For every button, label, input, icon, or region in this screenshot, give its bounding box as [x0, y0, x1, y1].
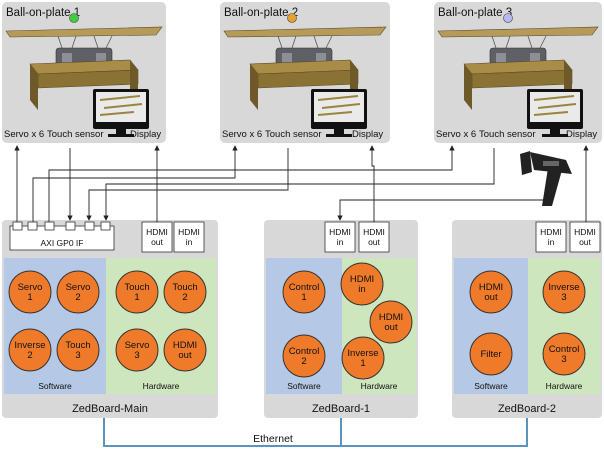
ball-3-icon	[503, 13, 513, 23]
display-monitor-1-icon	[93, 89, 149, 137]
main-software-label: Software	[38, 381, 72, 391]
wire-touch-2	[86, 148, 289, 221]
platform-2-title: Ball-on-plate 2	[224, 7, 298, 19]
platform-panel-2: Ball-on-plate 2 Servo x 6 Touch se	[220, 2, 390, 143]
b1-board-name: ZedBoard-1	[312, 403, 370, 415]
main-node-touch-1	[115, 270, 159, 314]
wire-servo-2	[32, 145, 238, 222]
axi-label: AXI GP0 IF	[41, 238, 84, 248]
wire-display-2	[369, 145, 375, 222]
wire-camera	[337, 199, 545, 221]
main-node-hdmi-out	[163, 328, 207, 372]
b2-port-hdmi-out	[569, 221, 601, 253]
b1-node-inverse-1	[341, 336, 385, 380]
b2-node-control-3	[542, 332, 586, 376]
platform-panel-3: Ball-on-plate 3 Servo x 6 Touch se	[434, 2, 602, 143]
display-monitor-2-icon	[311, 89, 367, 137]
b2-node-filter-label: Filter	[480, 349, 501, 360]
b1-node-control-1	[282, 270, 326, 314]
camera-icon	[520, 151, 572, 206]
b1-software-label: Software	[287, 381, 321, 391]
servo-label-3: Servo x 6	[436, 129, 476, 140]
signal-wires	[14, 145, 589, 222]
ball-on-plate-rig-2-icon	[223, 26, 387, 110]
b2-board-name: ZedBoard-2	[498, 403, 556, 415]
platform-panel-1: Ball-on-plate 1 Servo x 6 Touch se	[2, 2, 166, 143]
b2-port-hdmi-in	[535, 221, 567, 253]
main-board-name: ZedBoard-Main	[72, 403, 148, 415]
board-main: AXI GP0 IF Software Hardware ZedBoard-Ma…	[2, 220, 218, 418]
ethernet-label: Ethernet	[253, 433, 293, 445]
platform-1-title: Ball-on-plate 1	[6, 7, 80, 19]
servo-label-1: Servo x 6	[4, 129, 44, 140]
b2-node-hdmi-out	[469, 270, 513, 314]
b1-node-hdmi-in	[340, 262, 384, 306]
main-node-servo-3	[115, 328, 159, 372]
main-node-inverse-2	[8, 328, 52, 372]
axi-interface-box	[9, 225, 115, 251]
ball-2-icon	[287, 13, 297, 23]
b2-software-label: Software	[474, 381, 508, 391]
ball-1-icon	[69, 13, 79, 23]
b1-port-hdmi-out	[358, 221, 390, 253]
servo-label-2: Servo x 6	[222, 129, 262, 140]
display-label-3: Display	[566, 129, 597, 140]
platform-3-title: Ball-on-plate 3	[438, 7, 512, 19]
b2-node-inverse-3	[542, 270, 586, 314]
wire-touch-3	[103, 148, 495, 221]
b1-port-hdmi-in	[324, 221, 356, 253]
touch-label-1: Touch sensor	[47, 129, 104, 140]
b1-hardware-label: Hardware	[361, 381, 398, 391]
display-label-1: Display	[130, 129, 161, 140]
main-port-hdmi-in	[173, 221, 205, 253]
display-monitor-3-icon	[527, 89, 583, 137]
board-2: Software Hardware ZedBoard-2	[452, 220, 602, 418]
touch-label-2: Touch sensor	[265, 129, 322, 140]
b1-node-control-2	[282, 334, 326, 378]
ethernet-bus: Ethernet	[103, 418, 528, 447]
display-label-2: Display	[352, 129, 383, 140]
main-hardware-label: Hardware	[143, 381, 180, 391]
wire-servo-3	[48, 145, 455, 222]
b1-node-hdmi-out	[369, 300, 413, 344]
b2-hardware-label: Hardware	[546, 381, 583, 391]
touch-label-3: Touch sensor	[479, 129, 536, 140]
main-node-servo-1	[8, 270, 52, 314]
main-node-servo-2	[56, 270, 100, 314]
b2-node-filter	[469, 332, 513, 376]
ball-on-plate-rig-3-icon	[437, 26, 599, 110]
ball-on-plate-rig-1-icon	[5, 26, 163, 110]
main-node-touch-2	[163, 270, 207, 314]
main-node-touch-3	[56, 328, 100, 372]
